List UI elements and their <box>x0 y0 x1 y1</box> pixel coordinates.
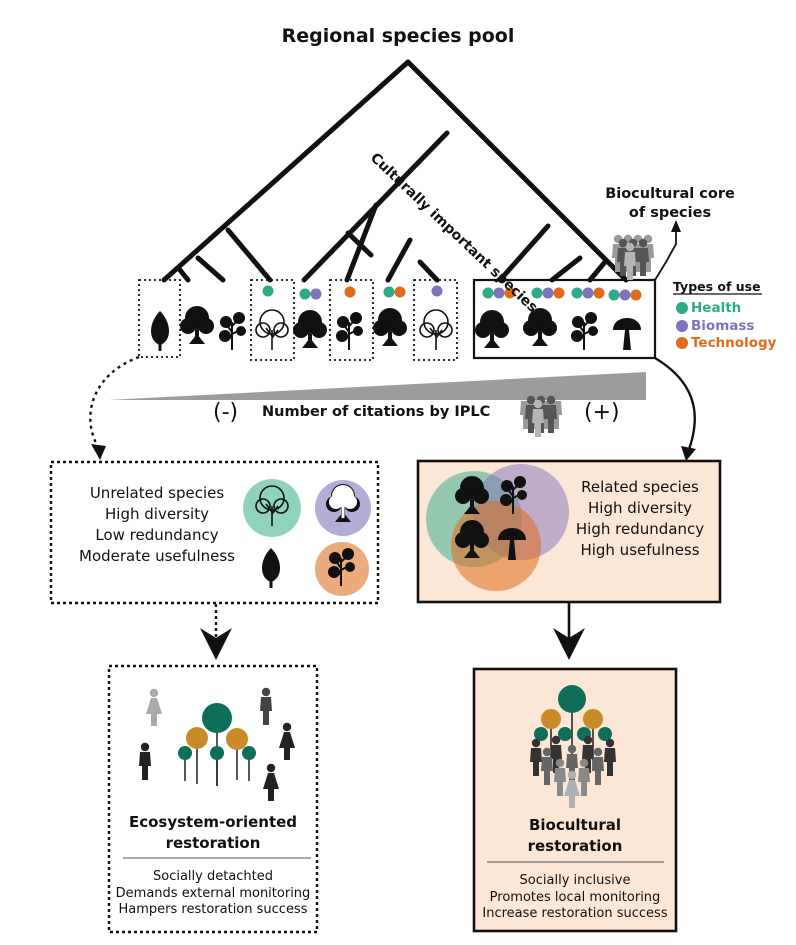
left-connector <box>89 355 140 451</box>
page-title: Regional species pool <box>281 25 515 47</box>
left-box-text: Unrelated species High diversity Low red… <box>79 484 235 565</box>
legend-title: Types of use <box>673 279 761 294</box>
legend-health-dot <box>676 302 688 314</box>
right-connector <box>654 356 696 453</box>
core-label: Biocultural core of species <box>605 186 735 221</box>
legend-technology-label: Technology <box>691 335 777 351</box>
right-outcome-list: Socially inclusive Promotes local monito… <box>482 873 668 921</box>
iplc-people-icon <box>520 392 562 437</box>
core-box <box>472 278 657 360</box>
tip-trees <box>151 306 641 351</box>
legend-health-label: Health <box>691 300 742 316</box>
gradient-minus: (-) <box>213 400 239 425</box>
right-down-arrow <box>553 628 585 660</box>
legend-biomass-dot <box>676 320 688 332</box>
left-outcome-title: Ecosystem-oriented restoration <box>128 813 298 852</box>
right-outcome-title: Biocultural restoration <box>527 816 623 855</box>
gradient-label: Number of citations by IPLC <box>262 404 491 420</box>
right-box-text: Related species High diversity High redu… <box>575 478 705 559</box>
core-arrow-head <box>671 220 681 232</box>
tip-dots <box>262 285 642 301</box>
biocultural-illustration <box>530 685 616 808</box>
tip-boxes <box>138 279 458 361</box>
right-venn <box>426 464 569 591</box>
cladogram <box>161 59 629 283</box>
left-species-circles <box>243 479 371 596</box>
citation-gradient-wedge <box>108 372 646 400</box>
legend-biomass-label: Biomass <box>691 318 755 334</box>
left-outcome-list: Socially detachted Demands external moni… <box>115 869 311 917</box>
ecosystem-illustration <box>139 687 295 801</box>
gradient-plus: (+) <box>584 400 620 425</box>
legend-technology-dot <box>676 337 688 349</box>
left-down-arrow <box>200 628 232 660</box>
